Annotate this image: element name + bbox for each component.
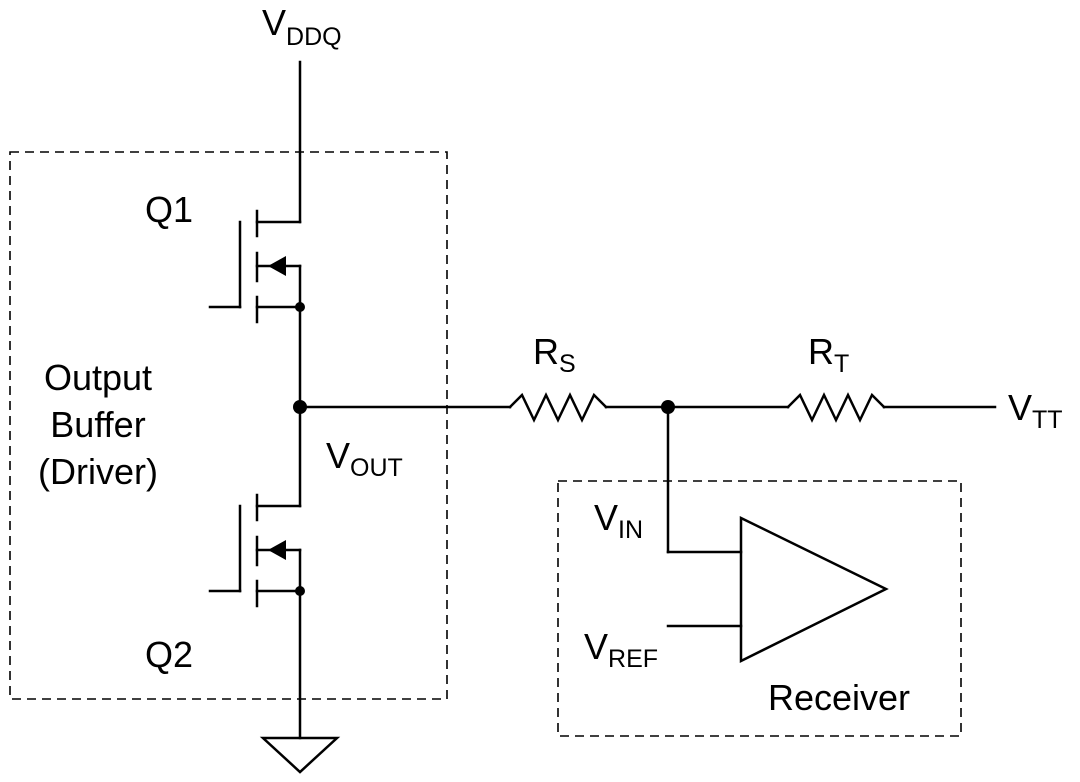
vout-junction-dot	[293, 400, 307, 414]
q2-junction-dot	[295, 586, 305, 596]
vref-label: VREF	[584, 626, 658, 673]
q2-transistor	[208, 493, 302, 608]
q1-body-arrow-icon	[268, 256, 286, 276]
vout-label: VOUT	[326, 435, 403, 482]
receiver-boundary-box	[557, 480, 962, 737]
rt-label: RT	[808, 331, 849, 378]
receiver-label: Receiver	[768, 677, 910, 718]
q1-transistor	[208, 209, 302, 324]
vin-label: VIN	[594, 497, 643, 544]
driver-boundary-box	[9, 151, 448, 700]
rs-label: RS	[533, 331, 576, 378]
output-buffer-label-line-3: (Driver)	[38, 451, 158, 492]
vddq-label: VDDQ	[262, 2, 342, 51]
output-buffer-label-line-1: Output	[44, 357, 152, 398]
rt-resistor	[786, 392, 886, 423]
ground-icon	[259, 736, 341, 774]
q2-body-arrow-icon	[268, 540, 286, 560]
q1-junction-dot	[295, 302, 305, 312]
q2-label: Q2	[145, 634, 193, 675]
rs-resistor	[508, 392, 608, 423]
q1-label: Q1	[145, 189, 193, 230]
vin-junction-dot	[661, 400, 675, 414]
output-buffer-label-line-2: Buffer	[50, 404, 145, 445]
output-buffer-label: Output Buffer (Driver)	[38, 357, 158, 492]
receiver-comparator-icon	[739, 515, 889, 664]
vtt-label: VTT	[1008, 387, 1063, 434]
